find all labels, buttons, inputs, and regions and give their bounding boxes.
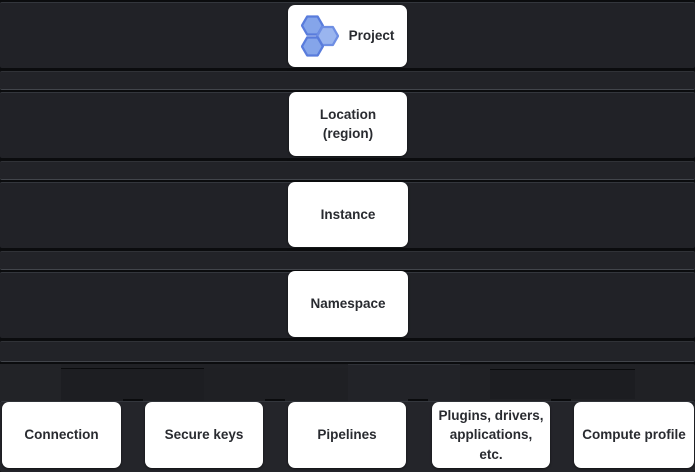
connector-zone — [0, 364, 695, 401]
node-connection: Connection — [2, 402, 121, 468]
band-separator-4 — [0, 341, 695, 362]
connector-mark — [123, 399, 143, 401]
node-label: Namespace — [310, 296, 386, 312]
hexagon-cluster-icon — [300, 15, 339, 57]
node-compute-profile: Compute profile — [574, 402, 694, 468]
connector-mark — [408, 399, 428, 401]
connector-mark — [287, 69, 347, 71]
node-label: Plugins, drivers, applications, etc. — [438, 408, 544, 462]
node-pipelines: Pipelines — [288, 402, 406, 468]
band-separator-2 — [0, 161, 695, 180]
band-separator-3 — [0, 251, 695, 270]
connector-shade — [204, 368, 348, 401]
connector-mark — [287, 159, 347, 161]
band-separator-1 — [0, 71, 695, 90]
node-secure-keys: Secure keys — [145, 402, 263, 468]
node-namespace: Namespace — [288, 271, 408, 337]
node-label: Secure keys — [164, 427, 244, 443]
node-project: Project — [288, 5, 407, 67]
connector-shade — [348, 364, 460, 401]
connector-mark — [287, 249, 347, 251]
node-label: Compute profile — [582, 427, 686, 443]
connector-shade — [490, 369, 635, 399]
node-label: Location (region) — [319, 106, 377, 141]
node-plugins: Plugins, drivers, applications, etc. — [432, 402, 550, 468]
node-label: Connection — [24, 427, 99, 443]
connector-mark — [551, 399, 571, 401]
hexagon-shape — [300, 15, 324, 36]
node-label: Instance — [320, 206, 376, 222]
connector-mark — [265, 399, 285, 401]
node-label: Project — [348, 28, 395, 44]
connector-shade — [0, 364, 61, 401]
hexagon-shape — [300, 36, 324, 57]
node-label: Pipelines — [317, 427, 377, 443]
node-instance: Instance — [288, 182, 408, 247]
node-location: Location (region) — [289, 92, 407, 156]
connector-shade — [61, 368, 204, 401]
